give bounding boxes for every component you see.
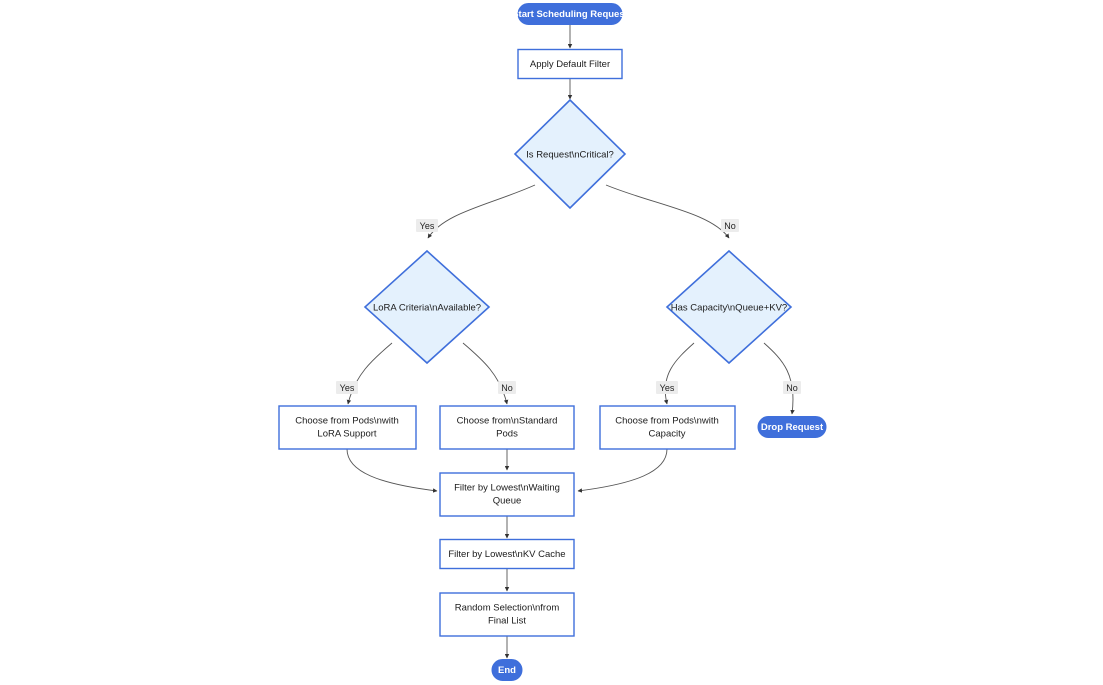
edge-critical-to-lora	[427, 184, 536, 239]
node-lora-criteria-available[interactable]: LoRA Criteria\nAvailable?	[363, 249, 491, 365]
node-drop-request[interactable]: Drop Request	[757, 416, 827, 438]
node-label: Filter by Lowest\nKV Cache	[448, 549, 565, 560]
edge-lora-to-lora-pods	[346, 342, 393, 405]
edge-capacity-to-cap-pods	[663, 342, 695, 405]
node-label: Drop Request	[761, 422, 824, 433]
node-label: LoRA Criteria\nAvailable?	[373, 303, 481, 314]
node-choose-from-pods-with-lora-support[interactable]: Choose from Pods\nwith LoRA Support	[278, 405, 417, 450]
node-label-line2: Queue	[493, 496, 522, 507]
edge-lora-pods-to-filter-queue	[346, 448, 438, 493]
edge-label-capacity-no: No	[783, 381, 801, 394]
node-label: End	[498, 665, 516, 676]
edge-label-layer: Yes No Yes No Yes No	[336, 219, 801, 394]
edge-label-text: No	[724, 221, 736, 231]
edge-label-critical-no: No	[721, 219, 739, 232]
node-label-line1: Choose from Pods\nwith	[295, 416, 399, 427]
edge-capacity-to-drop	[763, 342, 795, 415]
edge-label-text: No	[786, 383, 798, 393]
edge-critical-to-capacity	[605, 184, 730, 239]
edge-layer	[346, 25, 795, 659]
node-has-capacity-queue-kv[interactable]: Has Capacity\nQueue+KV?	[665, 249, 793, 365]
node-start-scheduling-request[interactable]: Start Scheduling Request	[512, 3, 629, 25]
edge-label-text: Yes	[420, 221, 435, 231]
node-label: Is Request\nCritical?	[526, 150, 614, 161]
node-filter-by-lowest-kv-cache[interactable]: Filter by Lowest\nKV Cache	[439, 538, 575, 570]
edge-label-text: Yes	[340, 383, 355, 393]
node-label-line1: Choose from\nStandard	[457, 416, 558, 427]
node-label: Apply Default Filter	[530, 59, 610, 70]
node-label-line2: LoRA Support	[317, 429, 377, 440]
node-end[interactable]: End	[491, 659, 523, 681]
node-filter-by-lowest-waiting-queue[interactable]: Filter by Lowest\nWaiting Queue	[439, 472, 575, 517]
node-label-line1: Random Selection\nfrom	[455, 603, 560, 614]
node-label-line2: Pods	[496, 429, 518, 440]
node-label-line1: Filter by Lowest\nWaiting	[454, 483, 560, 494]
node-label-line2: Final List	[488, 616, 526, 627]
node-choose-from-pods-with-capacity[interactable]: Choose from Pods\nwith Capacity	[599, 405, 736, 450]
node-label: Start Scheduling Request	[512, 9, 628, 20]
node-layer: Start Scheduling Request Apply Default F…	[278, 3, 827, 681]
node-label-line2: Capacity	[649, 429, 686, 440]
edge-label-lora-yes: Yes	[336, 381, 358, 394]
edge-label-lora-no: No	[498, 381, 516, 394]
node-choose-from-standard-pods[interactable]: Choose from\nStandard Pods	[439, 405, 575, 450]
edge-label-text: No	[501, 383, 513, 393]
node-label-line1: Choose from Pods\nwith	[615, 416, 719, 427]
edge-cap-pods-to-filter-queue	[577, 448, 668, 493]
edge-lora-to-std-pods	[462, 342, 509, 405]
node-is-request-critical[interactable]: Is Request\nCritical?	[513, 98, 627, 210]
edge-label-critical-yes: Yes	[416, 219, 438, 232]
edge-label-capacity-yes: Yes	[656, 381, 678, 394]
node-label: Has Capacity\nQueue+KV?	[671, 303, 787, 314]
node-apply-default-filter[interactable]: Apply Default Filter	[517, 48, 623, 80]
edge-label-text: Yes	[660, 383, 675, 393]
node-random-selection-from-final-list[interactable]: Random Selection\nfrom Final List	[439, 592, 575, 637]
